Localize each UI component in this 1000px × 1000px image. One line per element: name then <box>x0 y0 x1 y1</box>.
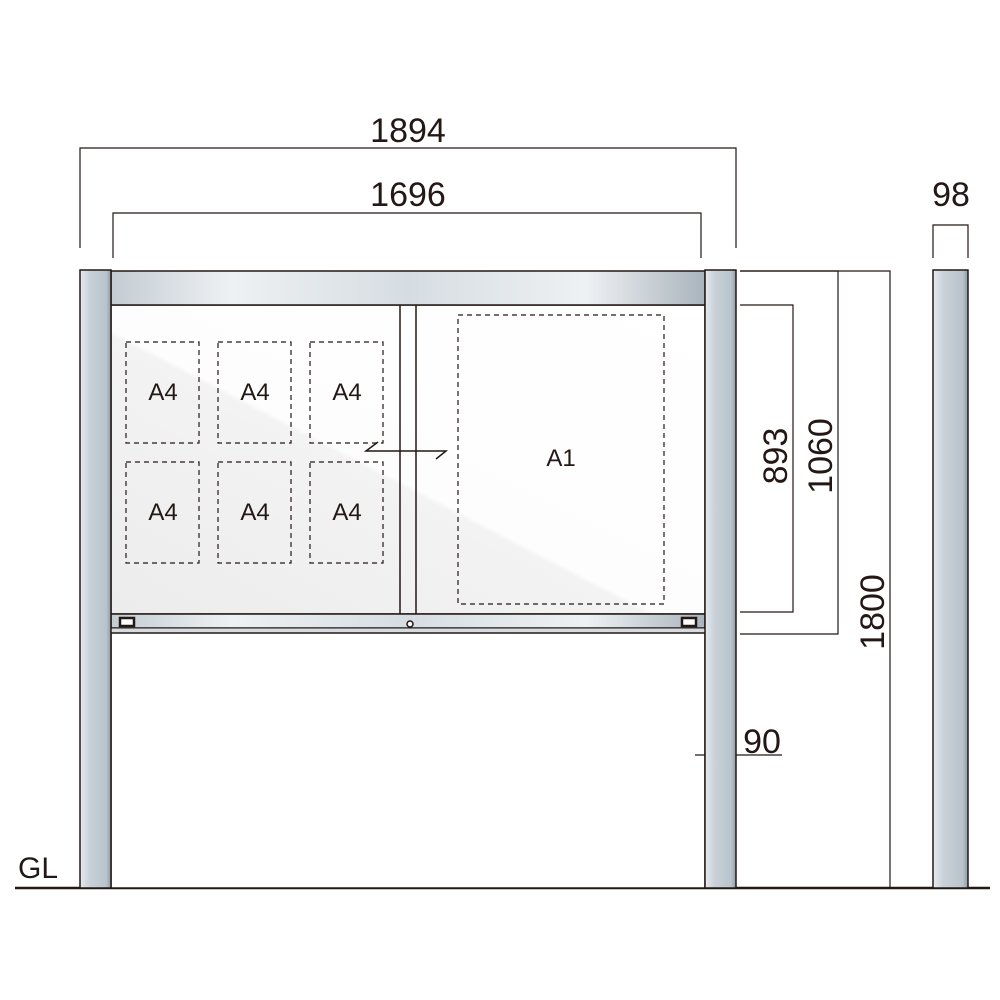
a1-label: A1 <box>546 445 575 472</box>
a4-slot <box>309 461 384 564</box>
panel-width-label: 1696 <box>370 176 446 214</box>
post-depth-label: 90 <box>743 723 781 761</box>
lock-right-icon <box>680 616 698 628</box>
a4-label: A4 <box>332 379 361 406</box>
a4-slot <box>217 341 292 444</box>
a4-slot <box>125 461 200 564</box>
dim-line-post-width <box>932 224 969 258</box>
lower-panel <box>110 632 706 889</box>
total-height-label: 1800 <box>854 574 892 650</box>
ground-label: GL <box>18 852 58 885</box>
overall-width-label: 1894 <box>370 112 446 150</box>
post-width-label: 98 <box>932 176 970 214</box>
a4-label: A4 <box>240 499 269 526</box>
right-post <box>704 269 737 889</box>
a4-slots <box>125 314 665 605</box>
glass-height-label: 893 <box>757 428 795 485</box>
glass-panel <box>110 304 706 615</box>
a4-slot <box>217 461 292 564</box>
case-height-label: 1060 <box>802 418 840 494</box>
a4-slot <box>125 341 200 444</box>
dim-line-total-height <box>740 270 891 888</box>
side-view-post <box>932 269 969 889</box>
left-post <box>79 269 112 889</box>
top-rail <box>110 270 706 306</box>
a1-slot <box>457 314 665 605</box>
a4-slot <box>309 341 384 444</box>
sliding-arrow-icon <box>363 441 449 460</box>
a4-label: A4 <box>332 499 361 526</box>
a4-label: A4 <box>148 499 177 526</box>
a4-label: A4 <box>148 379 177 406</box>
dim-line-overall-width <box>79 147 737 248</box>
lock-left-icon <box>118 616 136 628</box>
dim-line-panel-width <box>112 212 702 258</box>
door-knob-icon <box>406 620 414 628</box>
a4-label: A4 <box>240 379 269 406</box>
display-case <box>110 270 706 889</box>
dim-line-glass-height <box>740 304 794 613</box>
